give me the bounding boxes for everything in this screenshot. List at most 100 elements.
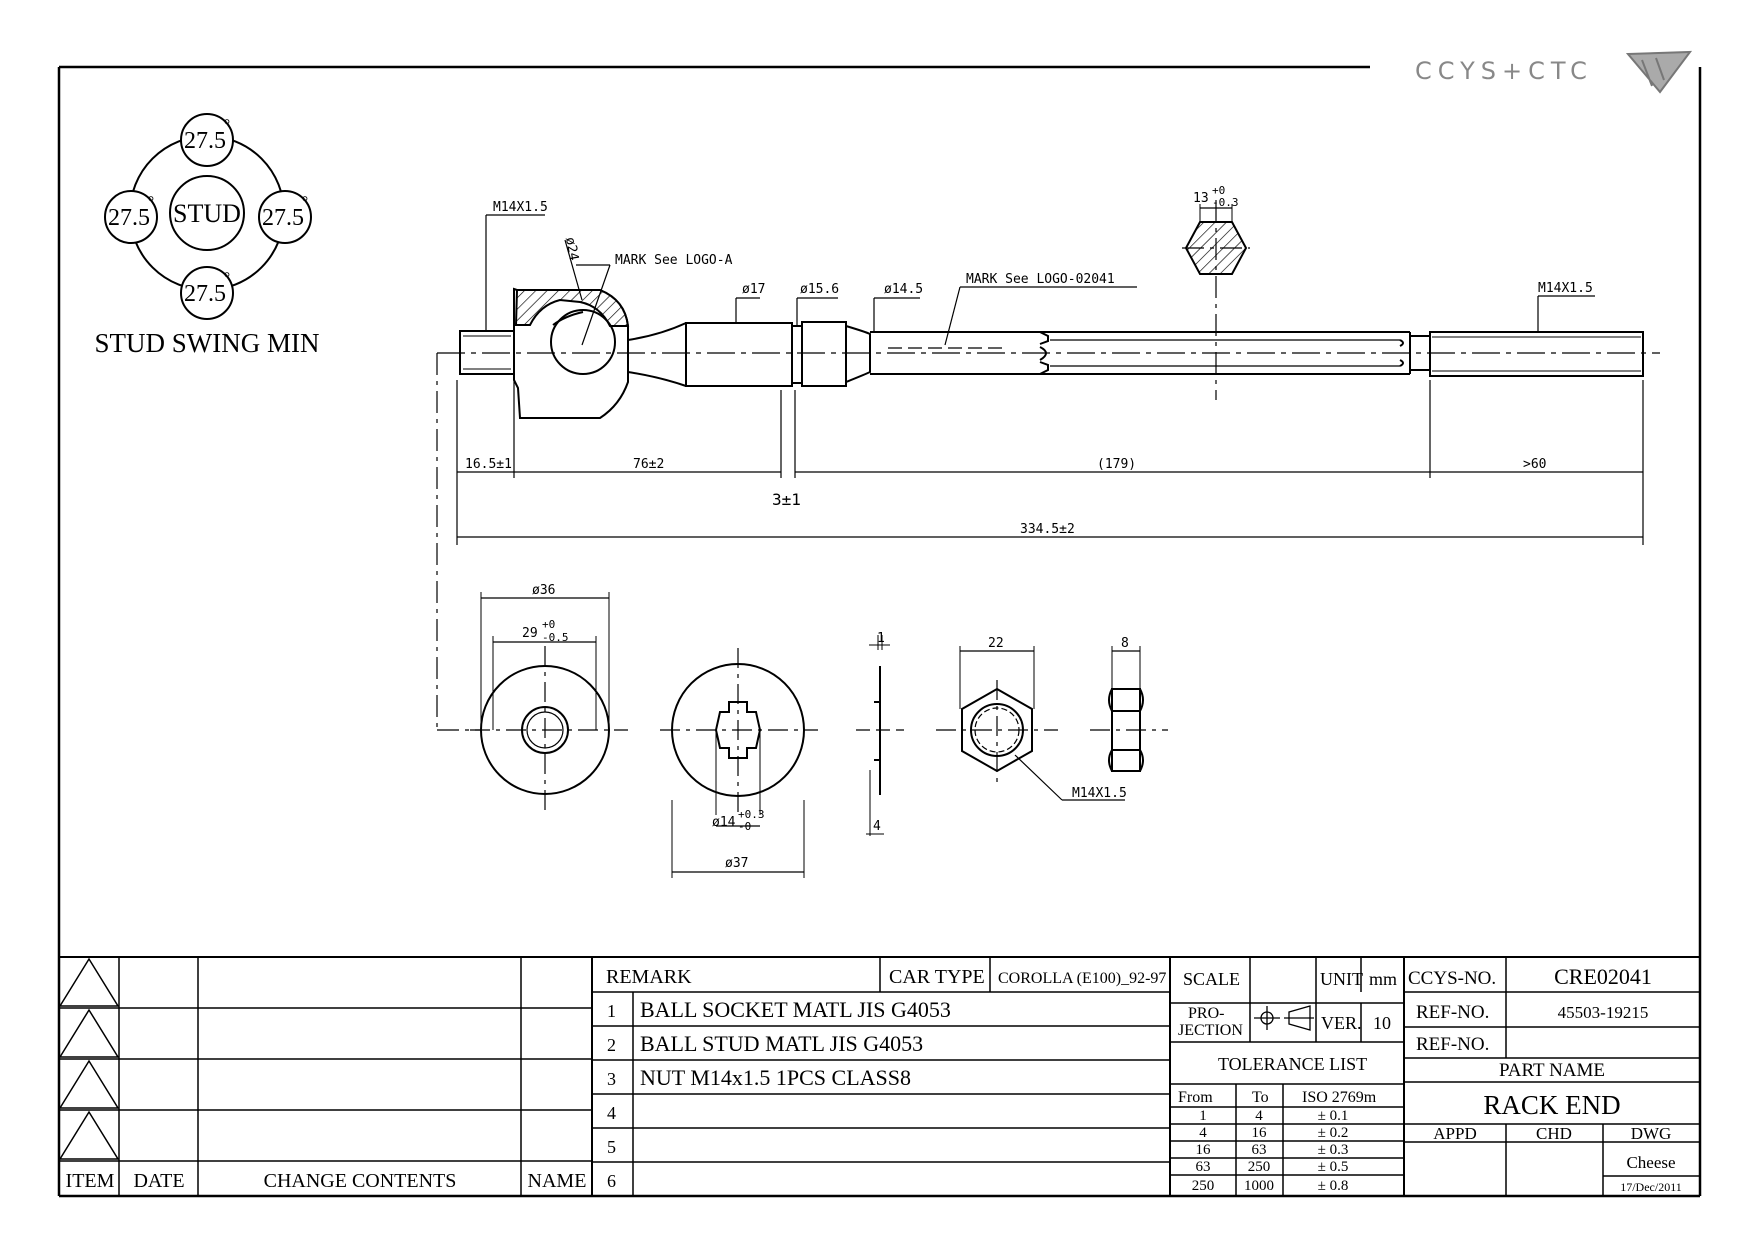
swing-top-value: 27.5	[184, 128, 226, 154]
dim-dia29-tol-top: +0	[542, 618, 555, 631]
logo-mark-icon	[1625, 50, 1693, 94]
dim-nut-thread: M14X1.5	[1072, 786, 1127, 801]
company-logo: CCYS+CTC	[1415, 50, 1693, 94]
tolerance-from: 16	[1196, 1142, 1212, 1158]
lock-washer-view	[660, 648, 818, 878]
dim-dia14-tol-bot: -0	[738, 820, 751, 833]
detail-dimension-texts: ø36 29 +0 -0.5 ø14 +0.3 -0 ø37 1 4 22 M1…	[522, 583, 1129, 871]
side-view-dimension-lines	[436, 214, 1644, 731]
tolerance-header-to: To	[1252, 1089, 1269, 1106]
dim-len-179: (179)	[1097, 457, 1136, 472]
remark-section: REMARK CAR TYPE COROLLA (E100)_92-97 1 B…	[606, 966, 1166, 1191]
dwg-name: Cheese	[1626, 1153, 1675, 1172]
tolerance-value: ± 0.2	[1318, 1125, 1349, 1141]
item-no: 3	[607, 1069, 616, 1089]
tolerance-from: 4	[1199, 1125, 1207, 1141]
tolerance-header-from: From	[1178, 1089, 1213, 1106]
title-block	[58, 956, 1700, 1196]
logo-text: CCYS+CTC	[1415, 57, 1593, 85]
ccys-no-value: CRE02041	[1554, 964, 1652, 989]
drawing-frame	[57, 65, 1702, 1198]
tolerance-to: 1000	[1244, 1178, 1274, 1194]
car-type-label: CAR TYPE	[889, 966, 985, 988]
rack-end-side-view	[437, 200, 1660, 419]
dim-nut-w22: 22	[988, 636, 1004, 651]
degree-symbol: °	[148, 194, 154, 211]
projection-label-line1: PRO-	[1188, 1005, 1224, 1022]
dim-dia14: ø14	[712, 815, 736, 830]
tolerance-from: 1	[1199, 1108, 1207, 1124]
appd-label: APPD	[1433, 1124, 1476, 1143]
dim-len-total: 334.5±2	[1020, 522, 1075, 537]
tolerance-title: TOLERANCE LIST	[1218, 1054, 1367, 1074]
car-type-value: COROLLA (E100)_92-97	[998, 970, 1166, 987]
swing-bottom-value: 27.5	[184, 281, 226, 307]
dim-washer-h4: 4	[873, 819, 881, 834]
washer-view	[470, 592, 628, 812]
dim-mark-a: MARK See LOGO-A	[615, 253, 733, 268]
item-no: 5	[607, 1137, 616, 1157]
item-text: BALL STUD MATL JIS G4053	[640, 1031, 923, 1056]
dim-hex13-tol-bot: -0.3	[1212, 196, 1239, 209]
rev-header-item: ITEM	[66, 1170, 115, 1192]
dim-thread-right: M14X1.5	[1538, 281, 1593, 296]
tolerance-value: ± 0.8	[1318, 1178, 1349, 1194]
item-no: 1	[607, 1001, 616, 1021]
dim-len-3: 3±1	[772, 490, 801, 509]
dim-dia17: ø17	[742, 282, 765, 297]
part-name-label: PART NAME	[1499, 1060, 1605, 1081]
nut-side-view	[1090, 646, 1168, 772]
tolerance-to: 63	[1252, 1142, 1267, 1158]
side-view-dimension-texts: M14X1.5 ø24 MARK See LOGO-A ø17 ø15.6 ø1…	[465, 184, 1593, 537]
swing-left-value: 27.5	[108, 205, 150, 231]
dim-mark-02041: MARK See LOGO-02041	[966, 272, 1115, 287]
dim-hex13-tol-top: +0	[1212, 184, 1225, 197]
tolerance-value: ± 0.5	[1318, 1159, 1349, 1175]
tolerance-to: 4	[1255, 1108, 1263, 1124]
chd-label: CHD	[1536, 1124, 1572, 1143]
dim-nut-t8: 8	[1121, 636, 1129, 651]
swing-caption: STUD SWING MIN	[95, 328, 320, 358]
dim-thread-left: M14X1.5	[493, 200, 548, 215]
tolerance-value: ± 0.1	[1318, 1108, 1349, 1124]
tolerance-to: 16	[1252, 1125, 1268, 1141]
ccys-no-label: CCYS-NO.	[1408, 968, 1496, 989]
part-info-section: CCYS-NO. CRE02041 REF-NO. 45503-19215 RE…	[1408, 964, 1682, 1194]
unit-label: UNIT	[1320, 969, 1363, 989]
dim-len-76: 76±2	[633, 457, 664, 472]
washer-side-view	[856, 635, 904, 836]
dim-dia37: ø37	[725, 856, 748, 871]
ref-no-label: REF-NO.	[1416, 1034, 1489, 1055]
tolerance-to: 250	[1248, 1159, 1271, 1175]
rev-header-name: NAME	[528, 1170, 587, 1192]
dim-len-16-5: 16.5±1	[465, 457, 512, 472]
nut-front-view	[936, 646, 1125, 801]
remark-label: REMARK	[606, 966, 692, 988]
part-name-value: RACK END	[1483, 1090, 1620, 1120]
ref-no-value: 45503-19215	[1558, 1003, 1649, 1022]
revision-headers: ITEM DATE CHANGE CONTENTS NAME	[66, 1170, 587, 1192]
dim-dia29-tol-bot: -0.5	[542, 631, 569, 644]
scale-section: SCALE UNIT mm PRO- JECTION VER. 10 TOLER…	[1178, 969, 1397, 1106]
dim-washer-t1: 1	[877, 631, 885, 646]
tolerance-header-iso: ISO 2769m	[1302, 1089, 1377, 1106]
item-text: NUT M14x1.5 1PCS CLASS8	[640, 1065, 911, 1090]
tolerance-rows: 1 4 ± 0.1 4 16 ± 0.2 16 63 ± 0.3 63 250 …	[1192, 1108, 1349, 1194]
ref-no-label: REF-NO.	[1416, 1002, 1489, 1023]
dim-dia15-6: ø15.6	[800, 282, 839, 297]
tolerance-from: 250	[1192, 1178, 1215, 1194]
ver-label: VER.	[1321, 1013, 1362, 1033]
dim-dia24: ø24	[562, 236, 581, 262]
dim-dia36: ø36	[532, 583, 555, 598]
degree-symbol: °	[224, 270, 230, 287]
dwg-date: 17/Dec/2011	[1620, 1180, 1682, 1194]
rev-header-date: DATE	[133, 1170, 184, 1192]
degree-symbol: °	[302, 194, 308, 211]
item-no: 6	[607, 1171, 616, 1191]
tolerance-from: 63	[1196, 1159, 1211, 1175]
projection-label-line2: JECTION	[1178, 1022, 1243, 1039]
dim-len-60: >60	[1523, 457, 1546, 472]
dim-dia14-5: ø14.5	[884, 282, 923, 297]
scale-label: SCALE	[1183, 969, 1240, 989]
